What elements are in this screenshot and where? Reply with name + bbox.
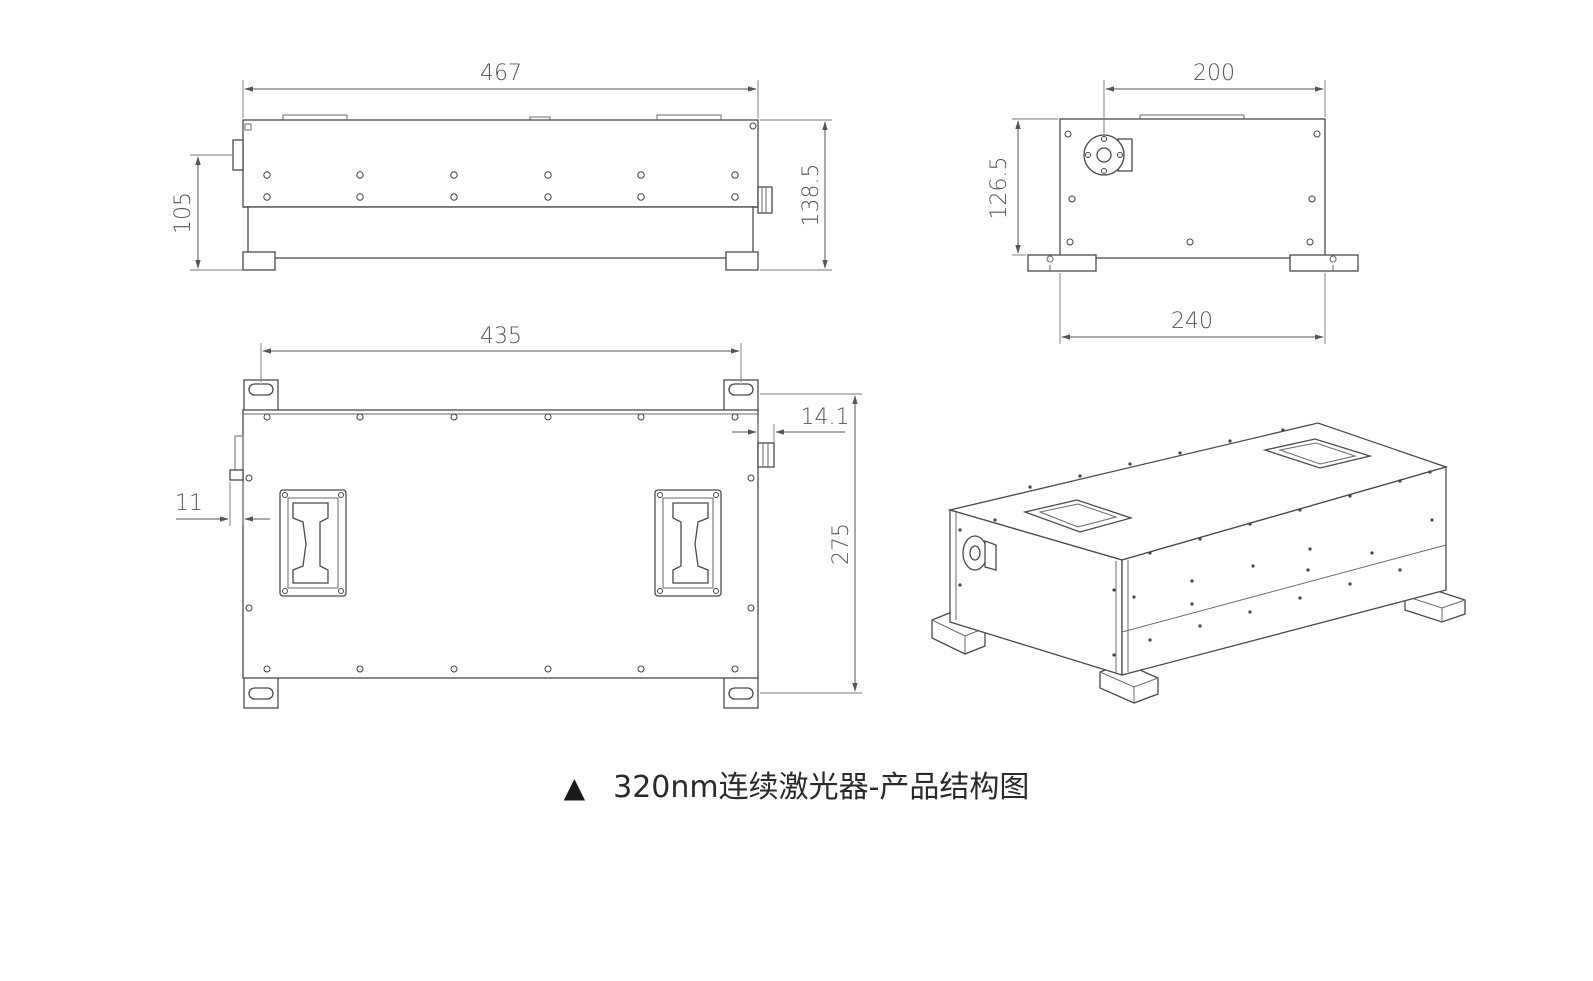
iso-screws xyxy=(958,428,1434,657)
dim-side-top-width: 200 xyxy=(1193,61,1235,86)
caption-text: 320nm连续激光器-产品结构图 xyxy=(613,770,1030,805)
handle-left xyxy=(279,489,347,597)
dim-top-left-offset: 11 xyxy=(175,491,203,516)
dim-top-depth: 275 xyxy=(829,523,854,565)
handle-right xyxy=(654,489,722,597)
dim-side-height: 126.5 xyxy=(987,157,1012,220)
dim-side-base-width: 240 xyxy=(1171,309,1213,334)
top-screws xyxy=(245,413,755,673)
triangle-marker-icon: ▲ xyxy=(563,771,586,804)
side-view: 200 126.5 240 xyxy=(987,61,1359,344)
top-view: 435 14.1 11 275 xyxy=(175,324,862,709)
isometric-view xyxy=(931,422,1466,704)
front-screws xyxy=(263,122,757,201)
dim-front-total-height: 138.5 xyxy=(799,164,824,227)
dim-front-body-height: 105 xyxy=(171,192,196,234)
front-view: 467 105 138.5 xyxy=(171,61,832,271)
optical-port xyxy=(1083,134,1133,176)
dim-top-slot-spacing: 435 xyxy=(480,324,522,349)
figure-caption: ▲ 320nm连续激光器-产品结构图 xyxy=(0,762,1593,806)
mounting-ears xyxy=(243,379,759,709)
dim-top-connector-offset: 14.1 xyxy=(801,405,850,430)
dim-front-width: 467 xyxy=(480,61,522,86)
